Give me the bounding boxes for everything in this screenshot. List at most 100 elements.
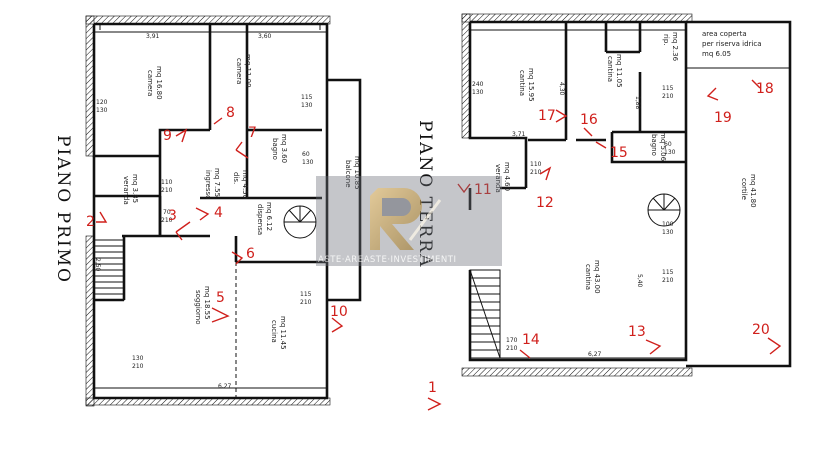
opening-code: 115 <box>300 291 312 298</box>
room-bagno: bagno mq 3.60 <box>271 134 288 163</box>
room-bagno: bagno mq 5.06 <box>650 132 667 162</box>
marker-4: 4 <box>214 205 223 221</box>
marker-9: 9 <box>163 128 172 144</box>
dim-360: 3,60 <box>258 33 272 40</box>
svg-text:mq 5.06: mq 5.06 <box>659 132 667 162</box>
room-dis: dis. mq 4.50 <box>232 170 249 199</box>
marker-11: 11 <box>474 182 492 198</box>
svg-text:cucina: cucina <box>270 320 278 343</box>
opening-code: 210 <box>300 299 312 306</box>
svg-text:cantina: cantina <box>518 70 526 96</box>
right-plan: PIANO TERRA 3,71 6,27 5,40 4,30 1,88 can… <box>415 13 792 411</box>
svg-text:camera: camera <box>146 70 154 96</box>
left-stairs <box>93 239 125 301</box>
svg-text:mq 2.36: mq 2.36 <box>671 32 679 62</box>
opening-code: 110 <box>530 161 542 168</box>
svg-text:camera: camera <box>235 58 243 84</box>
marker-15: 15 <box>610 145 628 161</box>
svg-text:soggiorno: soggiorno <box>194 290 202 325</box>
svg-text:mq 4.60: mq 4.60 <box>503 162 511 191</box>
marker-2: 2 <box>86 214 95 230</box>
opening-code: 60 <box>664 141 672 148</box>
svg-text:cortile: cortile <box>740 178 748 200</box>
svg-text:mq 7.55: mq 7.55 <box>213 168 221 197</box>
svg-text:bagno: bagno <box>650 134 658 156</box>
marker-12: 12 <box>536 195 554 211</box>
room-camera-1: camera mq 16.80 <box>146 66 163 100</box>
svg-text:bagno: bagno <box>271 138 279 160</box>
dim-430: 4,30 <box>558 82 565 96</box>
svg-text:mq 6.12: mq 6.12 <box>265 202 273 231</box>
opening-code: 240 <box>472 81 484 88</box>
svg-text:mq 11.00: mq 11.00 <box>244 54 252 88</box>
svg-text:mq 18.55: mq 18.55 <box>203 286 211 320</box>
marker-1: 1 <box>428 380 437 396</box>
marker-18: 18 <box>756 81 774 97</box>
svg-text:mq 4.50: mq 4.50 <box>241 170 249 199</box>
opening-code: 70 <box>163 209 171 216</box>
opening-code: 210 <box>662 93 674 100</box>
room-cantina-3: cantina mq 43.00 <box>584 260 601 294</box>
marker-8: 8 <box>226 105 235 121</box>
room-soggiorno: soggiorno mq 18.55 <box>194 286 211 325</box>
left-spiral-stair <box>283 205 317 239</box>
opening-code: 170 <box>506 337 518 344</box>
room-cantina-1: cantina mq 15.95 <box>518 68 535 102</box>
opening-code: 130 <box>132 355 144 362</box>
svg-text:mq 41.80: mq 41.80 <box>749 174 757 208</box>
svg-text:balcone: balcone <box>344 160 352 188</box>
left-plan: PIANO PRIMO 3,91 3,60 6,27 ca <box>53 15 362 407</box>
opening-code: 120 <box>96 99 108 106</box>
room-rip: rip. mq 2.36 <box>662 32 679 62</box>
room-cucina: cucina mq 11.45 <box>270 316 287 350</box>
svg-text:veranda: veranda <box>494 164 502 193</box>
svg-text:dis.: dis. <box>232 172 240 184</box>
svg-text:cantina: cantina <box>584 264 592 290</box>
dim-391: 3,91 <box>146 33 160 40</box>
opening-code: 130 <box>472 89 484 96</box>
opening-code: 210 <box>161 217 173 224</box>
opening-code: 130 <box>664 149 676 156</box>
right-stairs <box>469 269 501 359</box>
marker-16: 16 <box>580 112 598 128</box>
opening-code: 60 <box>302 151 310 158</box>
room-veranda: veranda mq 4.60 <box>494 162 511 193</box>
marker-10: 10 <box>330 304 348 320</box>
opening-code: 210 <box>161 187 173 194</box>
marker-3: 3 <box>168 208 177 224</box>
watermark-text: ASTE·AREASTE·INVESTIMENTI <box>318 255 456 265</box>
opening-code: 210 <box>132 363 144 370</box>
svg-text:mq 3.85: mq 3.85 <box>131 174 139 203</box>
opening-code: 130 <box>302 159 314 166</box>
opening-code: 100 <box>662 221 674 228</box>
opening-code: 210 <box>506 345 518 352</box>
dim-188: 1,88 <box>634 96 641 110</box>
marker-6: 6 <box>246 246 255 262</box>
svg-text:cantina: cantina <box>606 56 614 82</box>
svg-text:rip.: rip. <box>662 34 670 46</box>
svg-text:mq 43.00: mq 43.00 <box>593 260 601 294</box>
opening-code: 115 <box>301 94 313 101</box>
opening-code: 130 <box>662 229 674 236</box>
svg-text:dispensa: dispensa <box>256 204 264 235</box>
area-note-line-3: mq 6.05 <box>702 50 731 58</box>
dim-stairs: 2,50 <box>94 258 101 272</box>
opening-code: 210 <box>662 277 674 284</box>
right-spiral-stair <box>647 193 681 227</box>
dim-371: 3,71 <box>512 131 526 138</box>
svg-text:mq 3.60: mq 3.60 <box>280 134 288 163</box>
room-veranda: veranda mq 3.85 <box>122 174 139 205</box>
marker-17: 17 <box>538 108 556 124</box>
watermark: ASTE·AREASTE·INVESTIMENTI <box>316 176 502 266</box>
room-cantina-2: cantina mq 11.05 <box>606 54 623 88</box>
right-plan-title: PIANO TERRA <box>415 120 435 268</box>
svg-text:mq 11.05: mq 11.05 <box>615 54 623 88</box>
dim-540: 5,40 <box>636 274 643 288</box>
watermark-logo-icon <box>370 188 442 250</box>
room-dispensa: dispensa mq 6.12 <box>256 202 273 235</box>
room-camera-2: camera mq 11.00 <box>235 54 252 88</box>
room-ingresso: ingresso mq 7.55 <box>204 168 221 199</box>
opening-code: 115 <box>662 269 674 276</box>
svg-text:mq 16.80: mq 16.80 <box>155 66 163 100</box>
